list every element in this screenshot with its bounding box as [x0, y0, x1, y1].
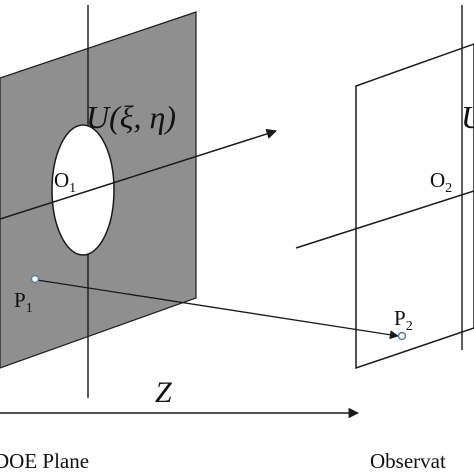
point-p1-label: P1 [14, 288, 33, 316]
doe-horizontal-axis [0, 128, 278, 220]
point-p2-label: P2 [394, 306, 413, 334]
observation-horizontal-axis [295, 190, 474, 249]
observation-plane-caption: Observat [370, 449, 446, 473]
observation-plane [355, 43, 474, 370]
point-p2-marker [397, 331, 407, 341]
distance-z-label: Z [155, 376, 172, 409]
origin-o1-label: O1 [54, 168, 76, 196]
doe-field-label: U(ξ, η) [86, 99, 176, 135]
propagation-ray [36, 279, 399, 340]
aperture-ellipse [51, 124, 115, 256]
observation-field-label: U [461, 99, 474, 135]
doe-plane-caption: DOE Plane [0, 449, 89, 473]
point-p1-marker [30, 274, 40, 284]
origin-o2-label: O2 [430, 168, 452, 196]
